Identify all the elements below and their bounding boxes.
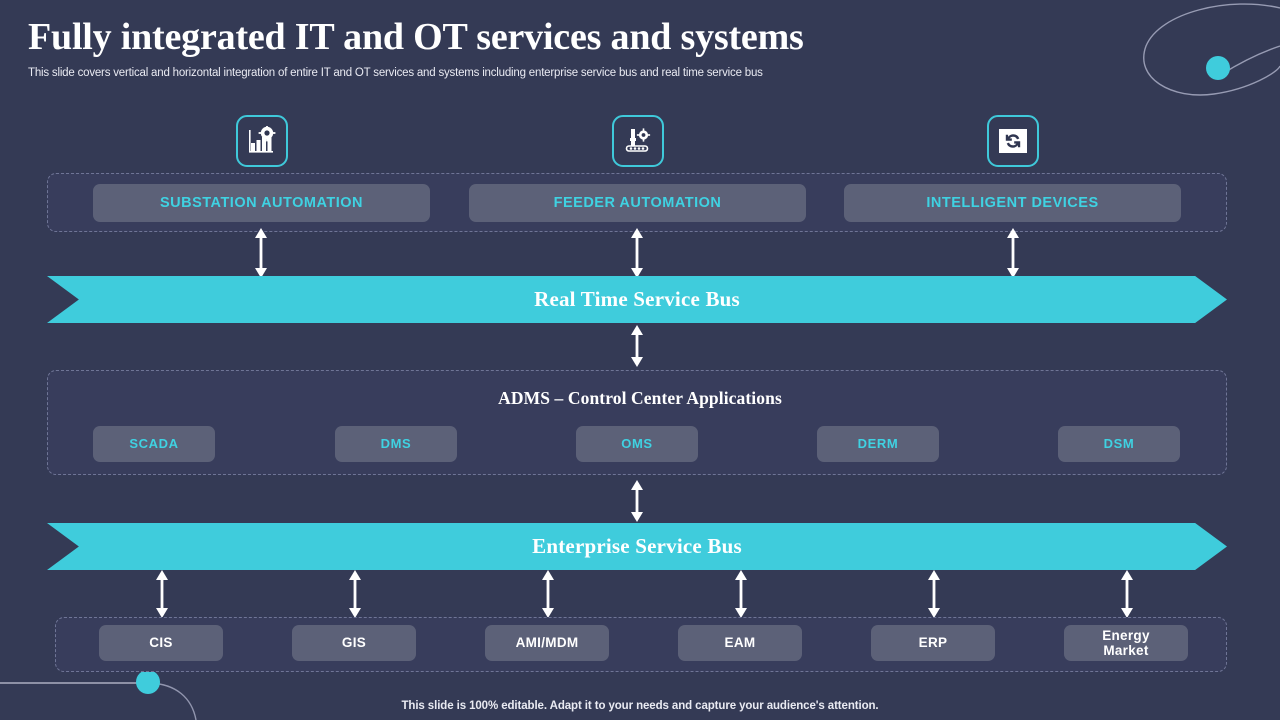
connector-arrow-energy-market [1118,570,1136,618]
connector-arrow-gis [346,570,364,618]
connector-arrow-erp [925,570,943,618]
connector-arrow-substation [252,228,270,278]
it-item-gis[interactable]: GIS [292,625,416,661]
connector-arrow-cis [153,570,171,618]
connector-arrow-rtsb-to-adms [628,325,646,367]
adms-item-label: DSM [1103,435,1135,451]
adms-item-scada[interactable]: SCADA [93,426,215,462]
it-item-label: GIS [341,635,367,651]
it-item-eam[interactable]: EAM [678,625,802,661]
real-time-service-bus-banner[interactable]: Real Time Service Bus [47,276,1227,323]
ot-item-label: SUBSTATION AUTOMATION [159,194,363,211]
it-item-label: CIS [149,635,173,651]
it-layer-container [55,617,1227,672]
connector-arrow-intelligent-devices [1004,228,1022,278]
it-item-ami-mdm[interactable]: AMI/MDM [485,625,609,661]
adms-item-derm[interactable]: DERM [817,426,939,462]
it-item-erp[interactable]: ERP [871,625,995,661]
enterprise-service-bus-banner[interactable]: Enterprise Service Bus [47,523,1227,570]
adms-item-dsm[interactable]: DSM [1058,426,1180,462]
connector-arrow-adms-to-esb [628,480,646,522]
adms-item-oms[interactable]: OMS [576,426,698,462]
connector-arrow-ami-mdm [539,570,557,618]
enterprise-service-bus-label: Enterprise Service Bus [532,534,742,558]
ot-item-feeder-automation[interactable]: FEEDER AUTOMATION [469,184,806,222]
ot-item-substation-automation[interactable]: SUBSTATION AUTOMATION [93,184,430,222]
adms-item-label: OMS [621,435,653,451]
ot-item-intelligent-devices[interactable]: INTELLIGENT DEVICES [844,184,1181,222]
it-item-label: Energy Market [1102,627,1150,658]
sync-refresh-icon [987,115,1039,167]
adms-heading: ADMS – Control Center Applications [498,388,782,408]
it-item-energy-market[interactable]: Energy Market [1064,625,1188,661]
industrial-robot-gear-icon [612,115,664,167]
connector-arrow-feeder [628,228,646,278]
it-item-cis[interactable]: CIS [99,625,223,661]
real-time-service-bus-label: Real Time Service Bus [534,287,740,311]
adms-item-dms[interactable]: DMS [335,426,457,462]
slide-header: Fully integrated IT and OT services and … [28,16,1240,79]
adms-item-label: DMS [380,435,412,451]
page-title: Fully integrated IT and OT services and … [28,16,804,58]
it-item-label: ERP [918,635,948,651]
ot-item-label: INTELLIGENT DEVICES [926,194,1099,211]
footer-note: This slide is 100% editable. Adapt it to… [401,700,879,712]
it-item-label: EAM [724,635,756,651]
adms-item-label: DERM [857,435,899,451]
ot-item-label: FEEDER AUTOMATION [553,194,722,211]
connector-arrow-eam [732,570,750,618]
adms-item-label: SCADA [129,435,179,451]
bar-chart-gear-icon [236,115,288,167]
it-item-label: AMI/MDM [515,635,579,651]
page-subtitle: This slide covers vertical and horizonta… [28,66,763,79]
